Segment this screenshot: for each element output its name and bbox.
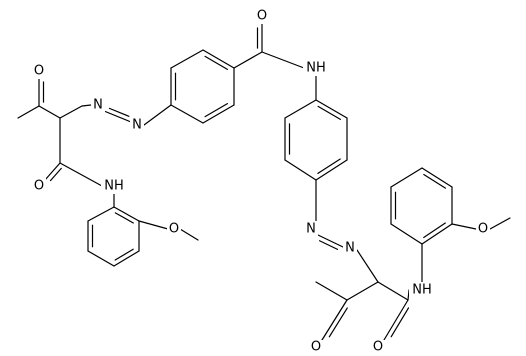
atom-amide-oxygen-left: O [32,178,46,194]
atom-benzamide-oxygen-label: O [257,9,267,24]
atom-azo-n1-left: N [91,97,105,113]
atom-azo-n2-left: N [130,117,144,133]
atom-acetyl-oxygen-right-label: O [311,340,321,355]
azo-to-ring-bond-left [143,104,172,126]
benzamide-ring-bond [170,49,204,69]
atom-amide-nh-left: NH [101,178,127,194]
amide-n-bond-left [59,162,103,187]
atom-acetyl-oxygen-left-label: O [34,64,44,79]
azo-double-bond-left [108,107,130,117]
alpha-to-acyl-bond-right [346,281,379,301]
atom-benzamide-nh-label: NH [306,61,326,76]
methoxyphenyl-ring-left-bond [87,206,115,222]
atom-amide-nh-right-label: NH [412,283,432,298]
amide-oxo-bond-left [49,167,62,182]
amide-oxo-bond-left [44,162,61,181]
benzamide-ring-bond [204,103,229,118]
atom-amide-nh-right: NH [409,282,435,298]
bond-lines [17,23,511,341]
atom-amide-oxygen-left-label: O [34,179,44,194]
alpha-to-azo-bond-left [81,104,92,107]
atom-acetyl-oxygen-left: O [32,63,46,79]
methoxyphenyl-ring-right-bond [423,173,446,189]
carbonyl-to-nh-bond [261,51,305,69]
acetyl-methyl-bond-left [17,105,40,119]
phenylene-ring-bond [317,105,342,120]
phenylene-ring-bond [284,99,317,119]
azo-to-alpha-bond-right [356,249,379,283]
methoxyphenyl-ring-left-bond [114,248,134,261]
atom-azo-n1-right-label: N [306,222,316,237]
atom-methoxy-oxygen-right: O [476,221,490,237]
azo-double-bond-left [103,110,132,123]
acetyl-oxo-bond-right [328,307,348,338]
amide-oxo-bond-right [383,299,409,341]
acetyl-carbonyl-bond-left [38,105,61,119]
methoxyphenyl-ring-right-bond [421,167,453,188]
methoxy-methyl-bond-left [179,228,199,241]
methoxyphenyl-ring-right-bond [390,223,423,245]
azo-double-bond-right [317,234,344,248]
atom-labels: O N N O NH O O NH N N O O NH O [32,8,490,356]
ring-to-carbonyl-bond [233,51,263,69]
atom-amide-oxygen-right-label: O [373,340,383,355]
acetyl-oxo-bond-right [321,299,348,341]
phenylene-ring-bond [315,159,348,181]
benzamide-ring-bond [170,104,204,124]
benzamide-ring-bond [202,104,235,124]
amide-n-bond-right [407,289,410,301]
atom-benzamide-nh: NH [303,60,329,76]
methoxyphenyl-ring-left-bond [87,250,115,267]
phenylene-ring-bond [284,159,317,181]
benzamide-ring-bond [202,49,235,69]
phenylene-ring-bond [317,158,341,175]
benzamide-ring-bond [204,55,229,70]
methoxyphenyl-ring-right-bond [421,223,453,245]
azo-double-bond-right [318,240,339,250]
atom-methoxy-oxygen-left-label: O [169,222,179,237]
atom-methoxy-oxygen-left: O [167,221,181,237]
atom-amide-nh-left-label: NH [104,179,124,194]
methoxyphenyl-ring-left-bond [114,212,134,224]
atom-azo-n1-right: N [304,221,318,237]
methoxy-o-bond-right [451,223,477,230]
methoxyphenyl-ring-left-bond [113,206,140,222]
atom-azo-n1-left-label: N [93,98,103,113]
atom-amide-oxygen-right: O [371,340,385,356]
atom-methoxy-oxygen-right-label: O [478,222,488,237]
methoxyphenyl-ring-right-bond [390,167,423,188]
atom-azo-n2-left-label: N [132,118,142,133]
atom-azo-n2-right: N [343,240,357,256]
methoxy-o-bond-left [138,220,169,230]
alpha-to-acyl-bond-left [59,105,83,119]
atom-benzamide-oxygen: O [255,8,269,24]
atom-acetyl-oxygen-right: O [309,340,323,356]
methoxyphenyl-ring-left-bond [113,250,140,267]
phenylene-ring-bond [315,99,348,119]
alpha-to-amide-bond-right [377,281,409,301]
acetyl-methyl-bond-right [315,281,348,301]
methoxyphenyl-ring-right-bond [423,222,446,239]
atom-azo-n2-right-label: N [345,241,355,256]
amide-oxo-bond-right [390,307,410,338]
methoxy-methyl-bond-right [489,217,511,230]
